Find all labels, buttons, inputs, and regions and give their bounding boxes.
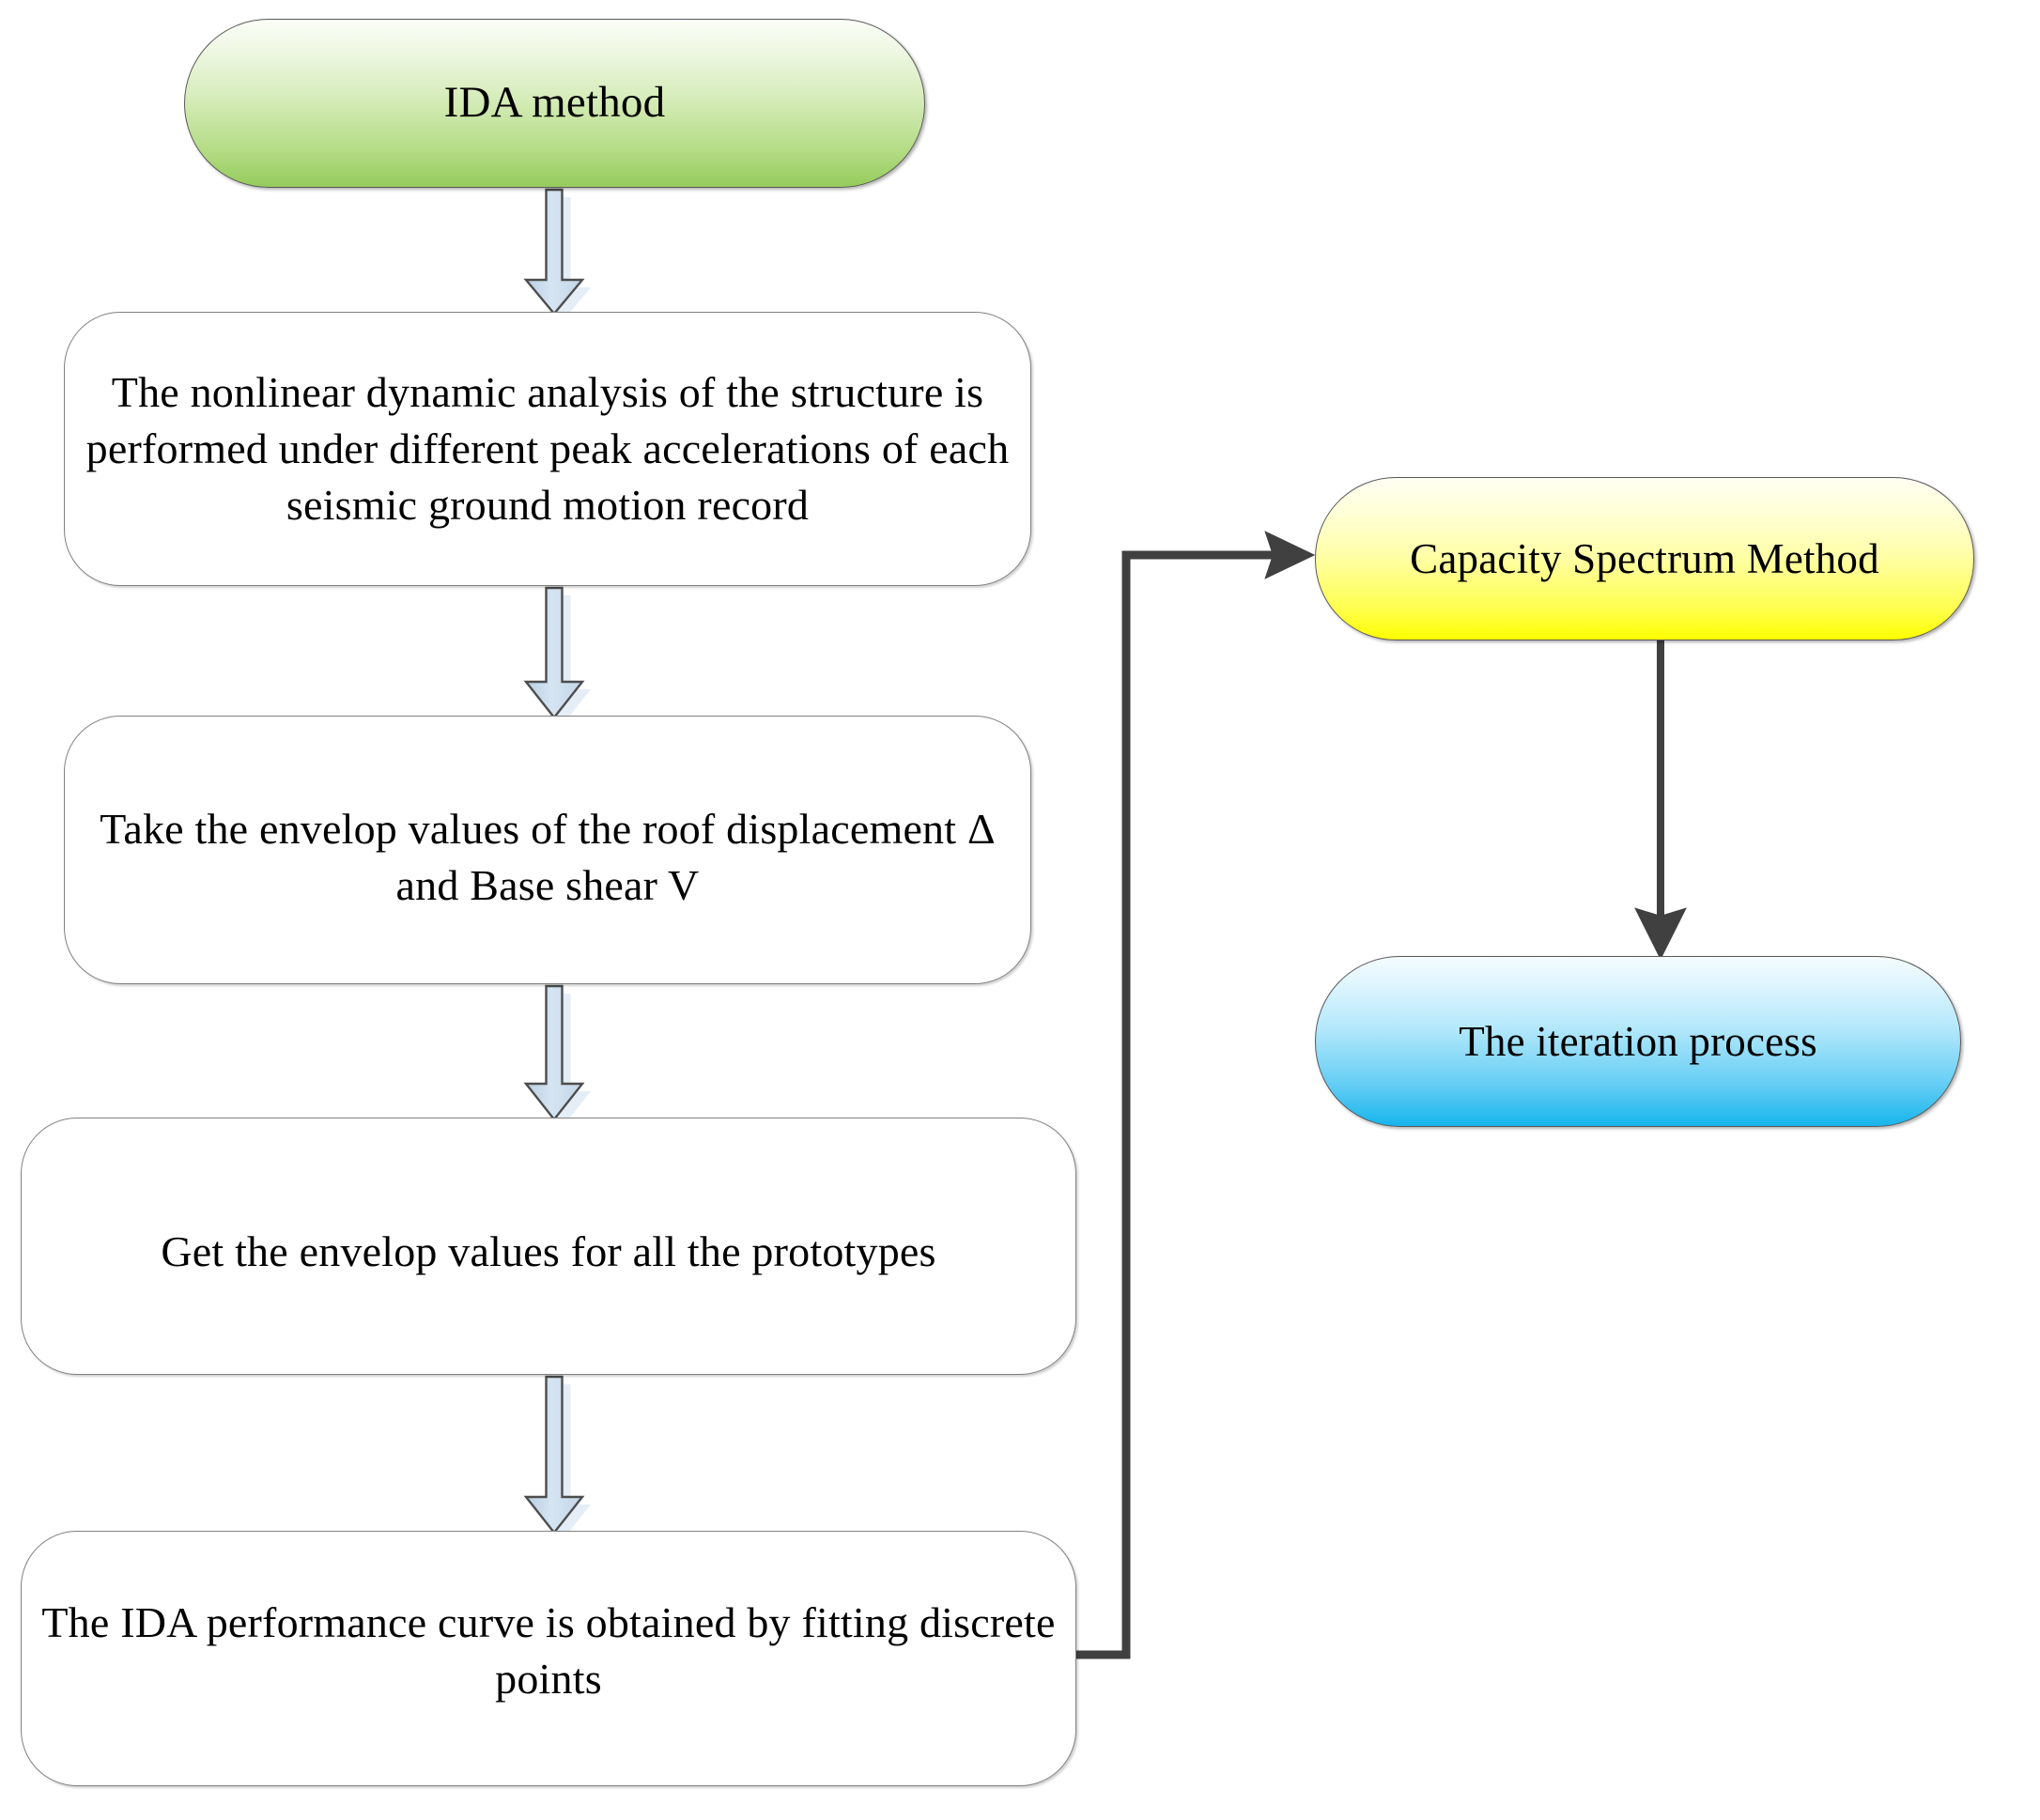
ida-method-label: IDA method [443, 78, 666, 128]
capacity-spectrum-method-label: Capacity Spectrum Method [1410, 534, 1879, 582]
arrow-p4-to-csm [1061, 526, 1334, 1681]
arrow-p2-to-p3 [509, 980, 591, 1127]
envelop-values-all-prototypes-label: Get the envelop values for all the proto… [161, 1227, 936, 1276]
iteration-process-label: The iteration process [1459, 1017, 1817, 1065]
nonlinear-dynamic-analysis-label: The nonlinear dynamic analysis of the st… [85, 368, 1010, 529]
envelop-values-roof-displacement-node[interactable]: Take the envelop values of the roof disp… [64, 716, 1031, 984]
envelop-values-all-prototypes-node[interactable]: Get the envelop values for all the proto… [21, 1118, 1076, 1375]
arrow-p1-to-p2 [509, 582, 591, 725]
iteration-process-node[interactable]: The iteration process [1315, 956, 1961, 1127]
ida-performance-curve-label: The IDA performance curve is obtained by… [41, 1598, 1056, 1703]
arrow-start-to-p1 [509, 184, 591, 321]
ida-performance-curve-node[interactable]: The IDA performance curve is obtained by… [21, 1531, 1076, 1786]
envelop-values-roof-displacement-label: Take the envelop values of the roof disp… [100, 805, 996, 909]
arrow-p3-to-p4 [509, 1371, 591, 1540]
nonlinear-dynamic-analysis-node[interactable]: The nonlinear dynamic analysis of the st… [64, 312, 1031, 586]
ida-method-node[interactable]: IDA method [184, 19, 925, 188]
arrow-csm-to-iter [1625, 635, 1700, 964]
capacity-spectrum-method-node[interactable]: Capacity Spectrum Method [1315, 477, 1974, 640]
